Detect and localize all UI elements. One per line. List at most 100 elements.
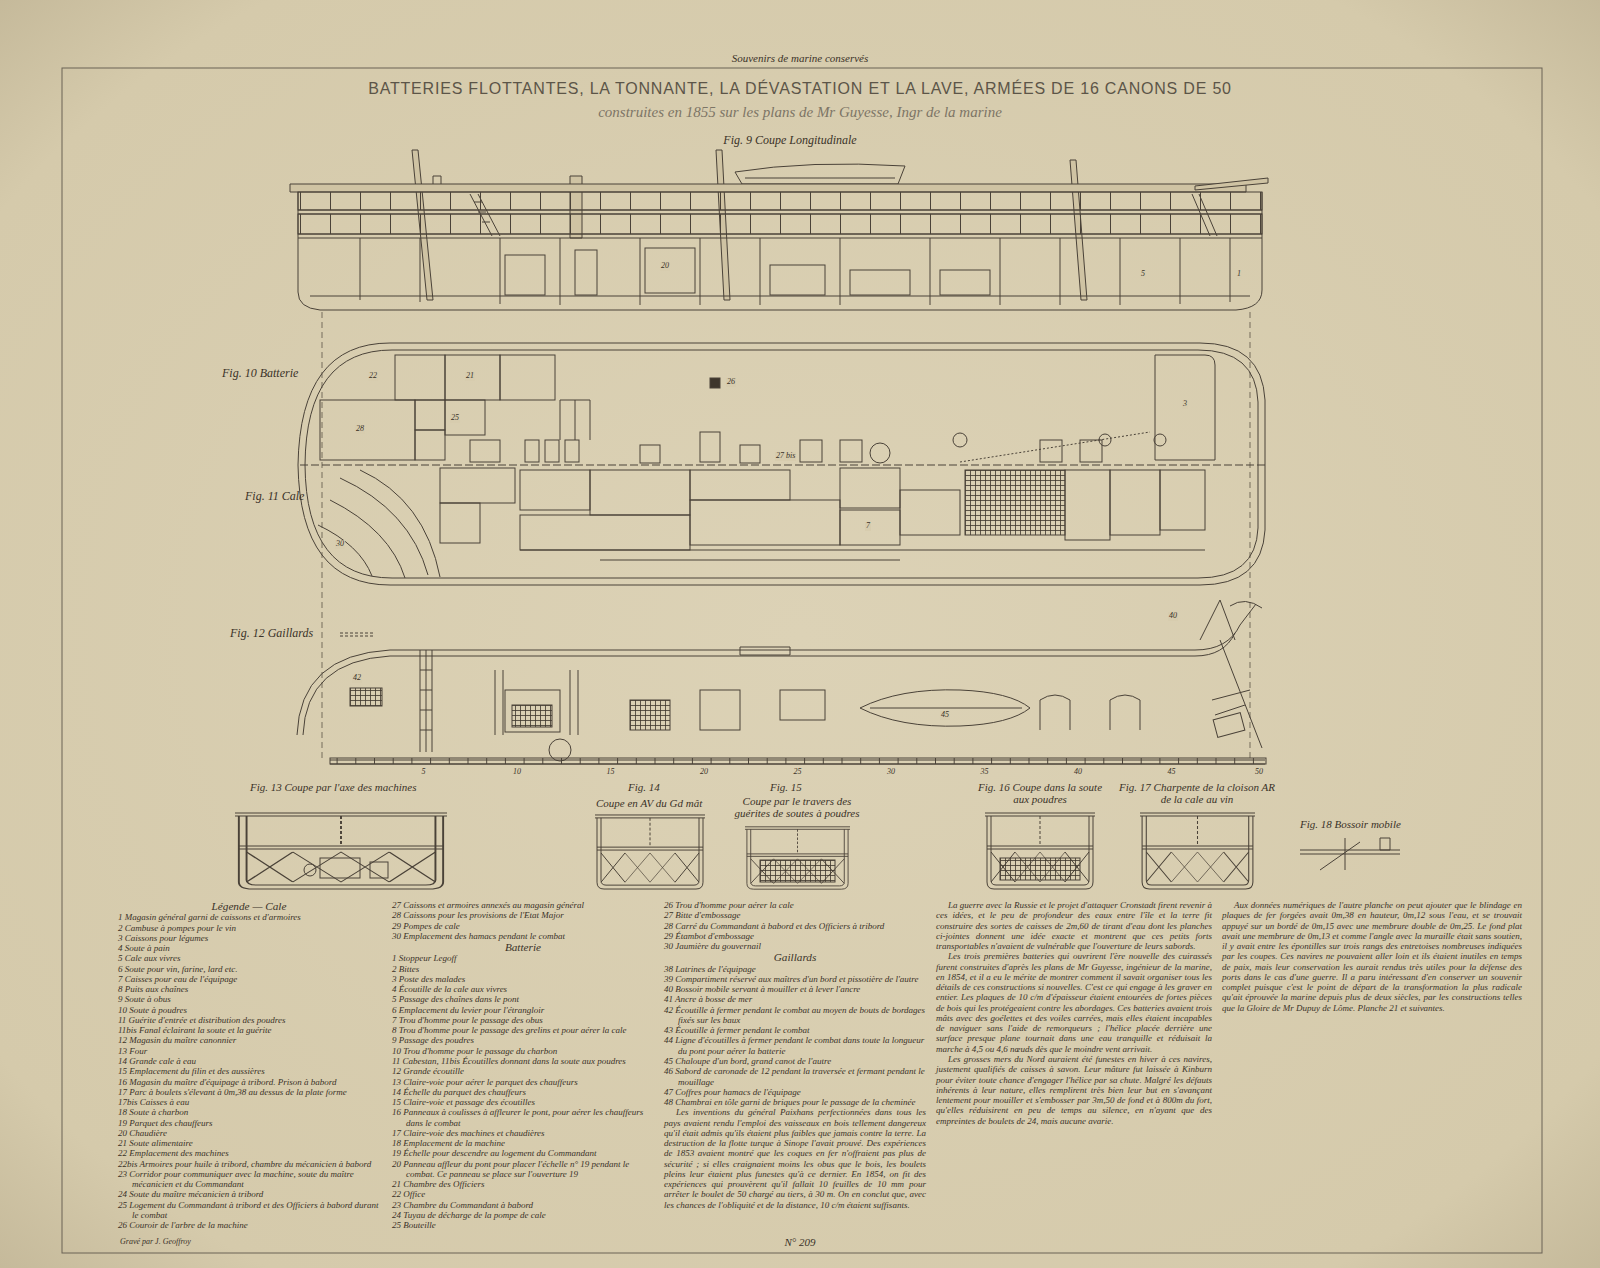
legend-item: 7 Trou d'homme pour le passage des obus	[392, 1015, 654, 1025]
legend-item: 26 Couroir de l'arbre de la machine	[118, 1220, 380, 1230]
note-paragraph: Les inventions du général Paixhans perfe…	[664, 1107, 926, 1210]
legend-item: 18 Emplacement de la machine	[392, 1138, 654, 1148]
callout-number: 20	[660, 262, 670, 271]
plate-number: N° 209	[785, 1236, 816, 1248]
legend-item: 5 Cale aux vivres	[118, 953, 380, 963]
legend-item: 19 Échelle pour descendre au logement du…	[392, 1148, 654, 1158]
legend-item: 2 Cambuse à pompes pour le vin	[118, 923, 380, 933]
legend-item: 16 Magasin du maître d'équipage à tribor…	[118, 1077, 380, 1087]
figure-label: Fig. 13 Coupe par l'axe des machines	[250, 781, 416, 793]
legend-item: 15 Claire-voie et passage des écoutilles	[392, 1097, 654, 1107]
legend-item: 3 Poste des malades	[392, 974, 654, 984]
scale-number: 15	[607, 768, 615, 777]
legend-item: 21 Soute alimentaire	[118, 1138, 380, 1148]
legend-item: 7 Caisses pour eau de l'équipage	[118, 974, 380, 984]
callout-number: 5	[1140, 270, 1146, 279]
engraver-credit: Gravé par J. Geoffroy	[120, 1238, 191, 1247]
legend-item: 48 Chambrai en tôle garni de briques pou…	[664, 1097, 926, 1107]
legend-item: 25 Logement du Commandant à tribord et d…	[118, 1200, 380, 1221]
legend-item: 17bis Caisses à eau	[118, 1097, 380, 1107]
legend-item: 20 Panneau affleur du pont pour placer l…	[392, 1159, 654, 1180]
callout-number: 40	[1168, 612, 1178, 621]
scale-number: 25	[794, 768, 802, 777]
legend-item: 28 Caissons pour les provisions de l'Eta…	[392, 910, 654, 920]
legend-item: 6 Emplacement du levier pour l'étrangloi…	[392, 1005, 654, 1015]
legend-item: 27 Bitte d'embossage	[664, 910, 926, 920]
scale-number: 40	[1074, 768, 1082, 777]
legend-item: 8 Puits aux chaînes	[118, 984, 380, 994]
scale-number: 45	[1168, 768, 1176, 777]
callout-number: 7	[865, 522, 871, 531]
figure-label: Fig. 11 Cale	[245, 490, 304, 503]
legend-item: 4 Écoutille de la cale aux vivres	[392, 984, 654, 994]
legend-item: 25 Bouteille	[392, 1220, 654, 1230]
callout-number: 45	[940, 711, 950, 720]
figure-label: Fig. 12 Gaillards	[230, 627, 313, 640]
note-paragraph: Les trois premières batteries qui ouvrir…	[936, 951, 1212, 1054]
legend-item: 24 Soute du maître mécanicien à tribord	[118, 1189, 380, 1199]
legend-item: 1 Magasin général garni de caissons et d…	[118, 912, 380, 922]
legend-heading: Batterie	[392, 942, 654, 952]
figure-label: Fig. 17 Charpente de la cloison AR de la…	[1115, 781, 1280, 805]
legend-item: 13 Four	[118, 1046, 380, 1056]
legend-item: 45 Chaloupe d'un bord, grand canot de l'…	[664, 1056, 926, 1066]
legend-item: 2 Bittes	[392, 964, 654, 974]
legend-item: 30 Jaumière du gouvernail	[664, 941, 926, 951]
legend-heading: Légende — Cale	[118, 901, 380, 911]
legend-item: 9 Passage des poudres	[392, 1035, 654, 1045]
legend-column: 27 Caissons et armoires annexés au magas…	[392, 900, 654, 1231]
legend-item: 19 Parquet des chauffeurs	[118, 1118, 380, 1128]
legend-item: 24 Tuyau de décharge de la pompe de cale	[392, 1210, 654, 1220]
legend-item: 42 Écoutille à fermer pendant le combat …	[664, 1005, 926, 1026]
legend-item: 41 Ancre à bosse de mer	[664, 994, 926, 1004]
note-paragraph: Aux données numériques de l'autre planch…	[1222, 900, 1522, 1013]
callout-number: 42	[352, 674, 362, 683]
legend-item: 28 Carré du Commandant à babord et des O…	[664, 921, 926, 931]
callout-number: 30	[335, 540, 345, 549]
legend-item: 30 Emplacement des hamacs pendant le com…	[392, 931, 654, 941]
legend-item: 15 Emplacement du filin et des aussières	[118, 1066, 380, 1076]
legend-item: 11 Guérite d'entrée et distribution des …	[118, 1015, 380, 1025]
callout-number: 26	[726, 378, 736, 387]
plate-title: BATTERIES FLOTTANTES, LA TONNANTE, LA DÉ…	[368, 80, 1232, 98]
legend-item: 17 Parc à boulets s'élevant à 0m,38 au d…	[118, 1087, 380, 1097]
legend-item: 46 Sabord de caronade de 12 pendant la t…	[664, 1066, 926, 1087]
legend-item: 14 Échelle du parquet des chauffeurs	[392, 1087, 654, 1097]
callout-number: 1	[1236, 270, 1242, 279]
legend-item: 20 Chaudière	[118, 1128, 380, 1138]
legend-item: 23 Chambre du Commandant à babord	[392, 1200, 654, 1210]
legend-item: 29 Étambot d'embossage	[664, 931, 926, 941]
legend-item: 4 Soute à pain	[118, 943, 380, 953]
legend-item: 47 Coffres pour hamacs de l'équipage	[664, 1087, 926, 1097]
legend-item: 11bis Fanal éclairant la soute et la gué…	[118, 1025, 380, 1035]
series-title: Souvenirs de marine conservés	[732, 52, 869, 64]
callout-number: 25	[450, 414, 460, 423]
legend-column: La guerre avec la Russie et le projet d'…	[936, 900, 1212, 1126]
legend-item: 38 Latrines de l'équipage	[664, 964, 926, 974]
figure-label: Fig. 9 Coupe Longitudinale	[723, 134, 856, 147]
figure-label: Fig. 14	[628, 781, 660, 793]
legend-heading: Gaillards	[664, 952, 926, 962]
legend-item: 22 Emplacement des machines	[118, 1148, 380, 1158]
legend-item: 18 Soute à charbon	[118, 1107, 380, 1117]
note-paragraph: Les grosses mers du Nord auraient été fu…	[936, 1054, 1212, 1126]
legend-item: 1 Stoppeur Legoff	[392, 953, 654, 963]
subtitle: construites en 1855 sur les plans de Mr …	[598, 104, 1002, 121]
legend-item: 12 Magasin du maître canonnier	[118, 1035, 380, 1045]
figure-label: Fig. 16 Coupe dans la soute aux poudres	[973, 781, 1108, 805]
legend-item: 22 Office	[392, 1189, 654, 1199]
legend-item: 22bis Armoires pour huile à tribord, cha…	[118, 1159, 380, 1169]
callout-number: 22	[368, 372, 378, 381]
legend-item: 8 Trou d'homme pour le passage des greli…	[392, 1025, 654, 1035]
scale-number: 5	[422, 768, 426, 777]
legend-column: 26 Trou d'homme pour aérer la cale27 Bit…	[664, 900, 926, 1210]
scale-number: 20	[700, 768, 708, 777]
legend-item: 17 Claire-voie des machines et chaudière…	[392, 1128, 654, 1138]
legend-item: 23 Corridor pour communiquer avec la mac…	[118, 1169, 380, 1190]
legend-item: 16 Panneaux à coulisses à affleurer le p…	[392, 1107, 654, 1128]
legend-item: 44 Ligne d'écoutilles à fermer pendant l…	[664, 1035, 926, 1056]
callout-number: 28	[355, 425, 365, 434]
callout-number: 21	[465, 372, 475, 381]
callout-number: 27 bis	[775, 452, 796, 461]
